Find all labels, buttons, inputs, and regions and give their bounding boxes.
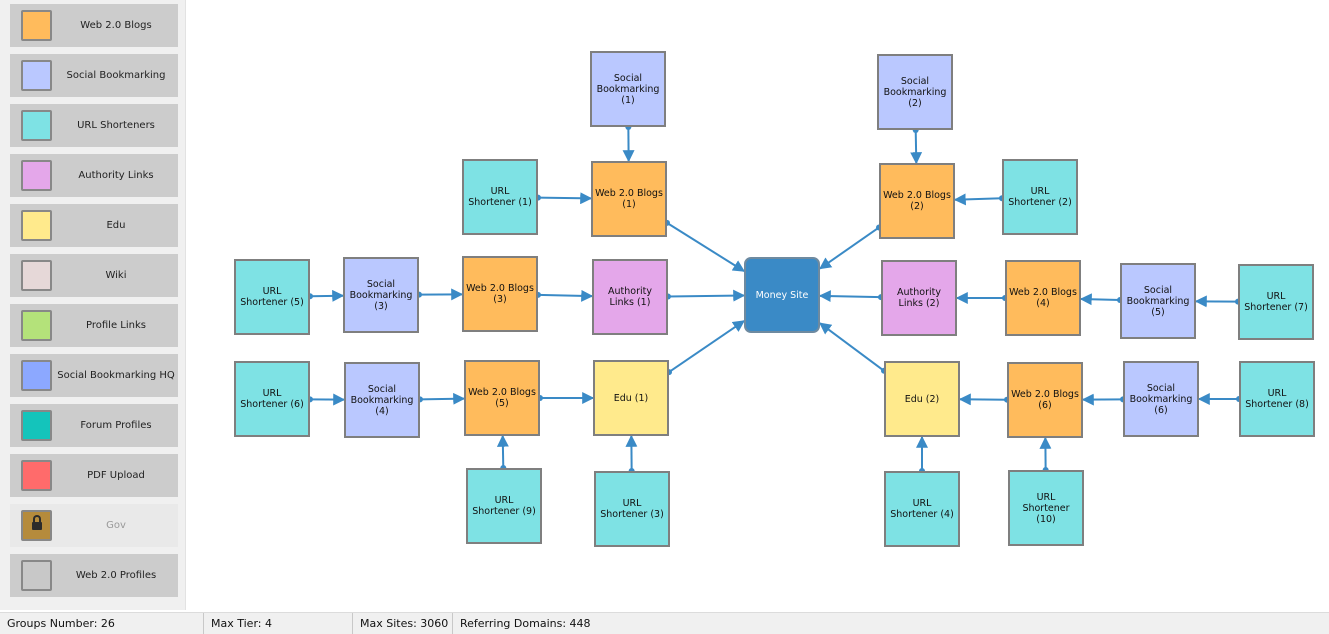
edge-sb2-to-wb2 bbox=[916, 130, 917, 163]
status-bar: Groups Number: 26 Max Tier: 4 Max Sites:… bbox=[0, 612, 1329, 634]
palette-label: Profile Links bbox=[54, 304, 178, 347]
palette-item-social-bookmarking-hq[interactable]: Social Bookmarking HQ bbox=[10, 354, 178, 397]
palette-swatch bbox=[21, 110, 52, 141]
lock-icon bbox=[32, 522, 42, 530]
node-us10[interactable]: URL Shortener (10) bbox=[1008, 470, 1084, 546]
status-referring-domains: Referring Domains: 448 bbox=[452, 613, 752, 634]
palette-swatch bbox=[21, 260, 52, 291]
node-us6[interactable]: URL Shortener (6) bbox=[234, 361, 310, 437]
node-wb5[interactable]: Web 2.0 Blogs (5) bbox=[464, 360, 540, 436]
palette-item-pdf-upload[interactable]: PDF Upload bbox=[10, 454, 178, 497]
edge-us5-to-sb3 bbox=[310, 296, 343, 297]
palette-item-authority-links[interactable]: Authority Links bbox=[10, 154, 178, 197]
palette-swatch bbox=[21, 210, 52, 241]
node-wb4[interactable]: Web 2.0 Blogs (4) bbox=[1005, 260, 1081, 336]
node-us7[interactable]: URL Shortener (7) bbox=[1238, 264, 1314, 340]
palette-label: Social Bookmarking HQ bbox=[54, 354, 178, 397]
palette-item-profile-links[interactable]: Profile Links bbox=[10, 304, 178, 347]
palette-label: Social Bookmarking bbox=[54, 54, 178, 97]
edge-edu1-to-money bbox=[669, 321, 744, 372]
node-sb5[interactable]: Social Bookmarking (5) bbox=[1120, 263, 1196, 339]
node-us8[interactable]: URL Shortener (8) bbox=[1239, 361, 1315, 437]
node-us3[interactable]: URL Shortener (3) bbox=[594, 471, 670, 547]
palette-item-gov[interactable]: Gov bbox=[10, 504, 178, 547]
node-al2[interactable]: Authority Links (2) bbox=[881, 260, 957, 336]
palette-swatch bbox=[21, 10, 52, 41]
palette-label: Authority Links bbox=[54, 154, 178, 197]
edge-al1-to-money bbox=[668, 296, 744, 297]
palette-item-forum-profiles[interactable]: Forum Profiles bbox=[10, 404, 178, 447]
status-max-sites: Max Sites: 3060 bbox=[352, 613, 452, 634]
edge-wb2-to-money bbox=[820, 227, 879, 268]
tier-diagram-canvas: Money Site Social Bookmarking (1) Social B… bbox=[186, 0, 1329, 610]
node-edu2[interactable]: Edu (2) bbox=[884, 361, 960, 437]
palette-label: Forum Profiles bbox=[54, 404, 178, 447]
node-us9[interactable]: URL Shortener (9) bbox=[466, 468, 542, 544]
palette-label: URL Shorteners bbox=[54, 104, 178, 147]
node-sb6[interactable]: Social Bookmarking (6) bbox=[1123, 361, 1199, 437]
palette-label: Gov bbox=[54, 504, 178, 547]
edge-sb4-to-wb5 bbox=[420, 399, 464, 400]
node-us5[interactable]: URL Shortener (5) bbox=[234, 259, 310, 335]
node-us4[interactable]: URL Shortener (4) bbox=[884, 471, 960, 547]
node-money[interactable]: Money Site bbox=[744, 257, 820, 333]
palette-label: Wiki bbox=[54, 254, 178, 297]
palette-item-url-shorteners[interactable]: URL Shorteners bbox=[10, 104, 178, 147]
node-sb1[interactable]: Social Bookmarking (1) bbox=[590, 51, 666, 127]
palette-swatch bbox=[21, 60, 52, 91]
palette-item-web-2-0-blogs[interactable]: Web 2.0 Blogs bbox=[10, 4, 178, 47]
palette-label: PDF Upload bbox=[54, 454, 178, 497]
palette-swatch bbox=[21, 360, 52, 391]
palette-swatch bbox=[21, 410, 52, 441]
edge-wb3-to-al1 bbox=[538, 295, 592, 296]
node-wb3[interactable]: Web 2.0 Blogs (3) bbox=[462, 256, 538, 332]
palette-item-wiki[interactable]: Wiki bbox=[10, 254, 178, 297]
palette-swatch bbox=[21, 460, 52, 491]
status-groups-number: Groups Number: 26 bbox=[0, 613, 203, 634]
edge-us9-to-wb5 bbox=[503, 436, 504, 468]
palette-item-web-2-0-profiles[interactable]: Web 2.0 Profiles bbox=[10, 554, 178, 597]
node-us1[interactable]: URL Shortener (1) bbox=[462, 159, 538, 235]
palette-swatch bbox=[21, 560, 52, 591]
palette-label: Edu bbox=[54, 204, 178, 247]
palette-item-edu[interactable]: Edu bbox=[10, 204, 178, 247]
palette-label: Web 2.0 Profiles bbox=[54, 554, 178, 597]
palette-swatch bbox=[21, 310, 52, 341]
node-al1[interactable]: Authority Links (1) bbox=[592, 259, 668, 335]
node-edu1[interactable]: Edu (1) bbox=[593, 360, 669, 436]
node-us2[interactable]: URL Shortener (2) bbox=[1002, 159, 1078, 235]
node-wb1[interactable]: Web 2.0 Blogs (1) bbox=[591, 161, 667, 237]
edge-al2-to-money bbox=[820, 296, 881, 297]
node-sb4[interactable]: Social Bookmarking (4) bbox=[344, 362, 420, 438]
node-wb6[interactable]: Web 2.0 Blogs (6) bbox=[1007, 362, 1083, 438]
node-sb3[interactable]: Social Bookmarking (3) bbox=[343, 257, 419, 333]
edge-us2-to-wb2 bbox=[955, 198, 1002, 200]
palette-item-social-bookmarking[interactable]: Social Bookmarking bbox=[10, 54, 178, 97]
edge-edu2-to-money bbox=[820, 323, 884, 371]
edge-wb1-to-money bbox=[667, 223, 744, 271]
node-wb2[interactable]: Web 2.0 Blogs (2) bbox=[879, 163, 955, 239]
node-sb2[interactable]: Social Bookmarking (2) bbox=[877, 54, 953, 130]
palette-swatch bbox=[21, 510, 52, 541]
status-max-tier: Max Tier: 4 bbox=[203, 613, 352, 634]
palette-label: Web 2.0 Blogs bbox=[54, 4, 178, 47]
edge-sb5-to-wb4 bbox=[1081, 299, 1120, 300]
edge-us1-to-wb1 bbox=[538, 198, 591, 199]
palette-swatch bbox=[21, 160, 52, 191]
